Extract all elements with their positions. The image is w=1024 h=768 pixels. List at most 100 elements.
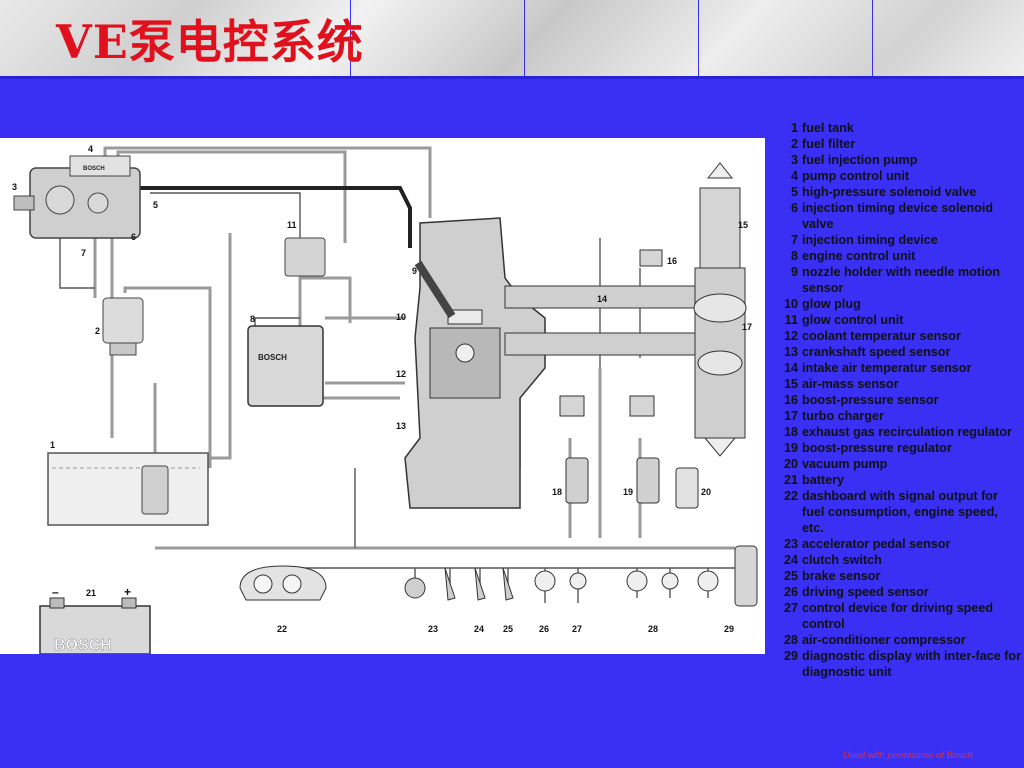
- header-divider: [698, 0, 699, 76]
- label-19: 19: [623, 487, 633, 497]
- glow-control-unit: [284, 237, 326, 277]
- legend-item: 21 battery: [778, 472, 1022, 488]
- legend-number: 24: [783, 553, 798, 567]
- label-20: 20: [701, 487, 711, 497]
- legend-item: 28 air-conditioner compressor: [778, 632, 1022, 648]
- boost-pressure-sensor: [639, 249, 663, 267]
- legend-number: 22: [783, 489, 798, 503]
- label-25: 25: [503, 624, 513, 634]
- credit-note: Used with permission of Bosch: [843, 750, 973, 761]
- pedal-sensors: [404, 567, 514, 601]
- legend-number: 2: [790, 137, 798, 151]
- legend-number: 16: [783, 393, 798, 407]
- legend-number: 26: [783, 585, 798, 599]
- legend-item: 26 driving speed sensor: [778, 584, 1022, 600]
- boost-valve: [629, 395, 655, 417]
- label-23: 23: [428, 624, 438, 634]
- legend-text: fuel filter: [802, 137, 856, 151]
- label-1: 1: [50, 440, 55, 450]
- header-divider: [524, 0, 525, 76]
- legend-number: 17: [783, 409, 798, 423]
- legend-text: injection timing device solenoid valve: [802, 201, 994, 231]
- label-8: 8: [250, 314, 255, 324]
- fuel-filter: [102, 297, 144, 356]
- high-pressure-line: [140, 186, 412, 248]
- label-29: 29: [724, 624, 734, 634]
- diagnostic-display: [734, 545, 758, 607]
- legend-text: exhaust gas recirculation regulator: [802, 425, 1012, 439]
- legend-text: fuel injection pump: [802, 153, 918, 167]
- legend-number: 4: [790, 169, 798, 183]
- legend-number: 10: [783, 297, 798, 311]
- header-band: [0, 76, 1024, 79]
- legend-text: intake air temperatur sensor: [802, 361, 972, 375]
- engine-control-unit: BOSCH: [247, 325, 324, 407]
- label-13: 13: [396, 421, 406, 431]
- label-15: 15: [738, 220, 748, 230]
- legend-number: 28: [783, 633, 798, 647]
- legend-text: vacuum pump: [802, 457, 888, 471]
- svg-text:BOSCH: BOSCH: [83, 166, 105, 172]
- legend-item: 24 clutch switch: [778, 552, 1022, 568]
- legend-text: clutch switch: [802, 553, 882, 567]
- engine-block: [404, 217, 696, 509]
- legend-number: 29: [783, 649, 798, 663]
- label-3: 3: [12, 182, 17, 192]
- legend-item: 7 injection timing device: [778, 232, 1022, 248]
- legend-text: fuel tank: [802, 121, 854, 135]
- label-26: 26: [539, 624, 549, 634]
- legend-text: engine control unit: [802, 249, 916, 263]
- legend-item: 3 fuel injection pump: [778, 152, 1022, 168]
- label-9: 9: [412, 266, 417, 276]
- legend-item: 5 high-pressure solenoid valve: [778, 184, 1022, 200]
- legend-number: 7: [790, 233, 798, 247]
- label-22: 22: [277, 624, 287, 634]
- legend-text: diagnostic display with inter-face for d…: [802, 649, 1022, 679]
- legend-text: driving speed sensor: [802, 585, 929, 599]
- label-21: 21: [86, 588, 96, 598]
- legend-number: 13: [783, 345, 798, 359]
- legend-item: 20 vacuum pump: [778, 456, 1022, 472]
- label-16: 16: [667, 256, 677, 266]
- legend-text: battery: [802, 473, 844, 487]
- legend-text: high-pressure solenoid valve: [802, 185, 977, 199]
- legend-number: 23: [783, 537, 798, 551]
- battery: BOSCH – +: [39, 585, 151, 655]
- legend-number: 3: [790, 153, 798, 167]
- svg-text:–: –: [52, 585, 59, 599]
- legend-text: nozzle holder with needle motion sensor: [802, 265, 1001, 295]
- control-devices: [534, 570, 719, 592]
- legend-number: 25: [783, 569, 798, 583]
- legend-number: 5: [790, 185, 798, 199]
- legend-text: glow plug: [802, 297, 861, 311]
- legend-item: 10 glow plug: [778, 296, 1022, 312]
- legend-text: accelerator pedal sensor: [802, 537, 951, 551]
- legend-number: 21: [783, 473, 798, 487]
- legend-number: 9: [790, 265, 798, 279]
- legend-number: 27: [783, 601, 798, 615]
- legend-number: 20: [783, 457, 798, 471]
- turbocharger: [693, 162, 747, 457]
- label-14: 14: [597, 294, 607, 304]
- legend-text: injection timing device: [802, 233, 938, 247]
- legend-number: 11: [784, 313, 798, 327]
- label-11: 11: [287, 220, 297, 230]
- legend-item: 2 fuel filter: [778, 136, 1022, 152]
- label-7: 7: [81, 248, 86, 258]
- legend-text: air-conditioner compressor: [802, 633, 966, 647]
- label-24: 24: [474, 624, 484, 634]
- slide-title: VE泵电控系统: [56, 15, 364, 69]
- legend-number: 12: [783, 329, 798, 343]
